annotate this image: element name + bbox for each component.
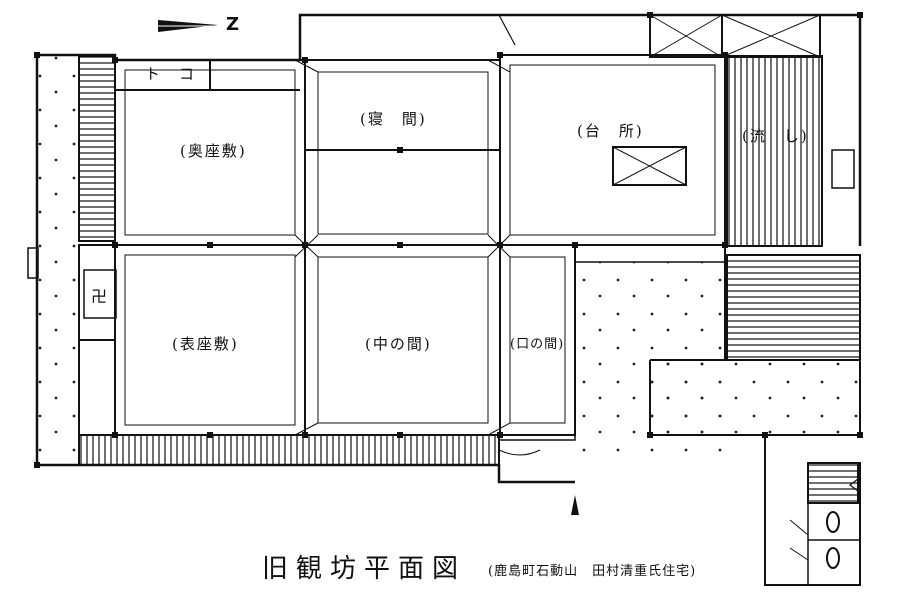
compass-label: Z (226, 14, 240, 35)
manji-icon: 卍 (91, 287, 108, 306)
veranda-upper (78, 55, 116, 242)
room-label-naka-no-ma: (中の間) (365, 335, 432, 353)
room-label-shinma: (寝 間) (360, 110, 427, 128)
post-marks (34, 12, 863, 468)
nagashi-floor (726, 55, 823, 247)
plan-title: 旧観坊平面図 (262, 554, 467, 584)
room-label-nagashi: (流 し) (742, 127, 809, 145)
veranda-bottom (78, 434, 500, 466)
room-label-omote-zashiki: (表座敷) (172, 335, 239, 353)
room-label-kuchi-no-ma: (口の間) (510, 337, 565, 352)
hearth-box (612, 146, 687, 186)
north-arrow-icon (158, 20, 218, 32)
room-label-toko: ト コ (145, 65, 197, 83)
entrance-arrow-icon (571, 495, 579, 515)
step-area (726, 254, 861, 361)
room-label-daidokoro: (台 所) (577, 122, 644, 140)
room-label-oku-zashiki: (奥座敷) (180, 142, 247, 160)
plan-subtitle: (鹿島町石動山 田村清重氏住宅) (488, 564, 697, 579)
earth-floor-left (37, 55, 79, 465)
